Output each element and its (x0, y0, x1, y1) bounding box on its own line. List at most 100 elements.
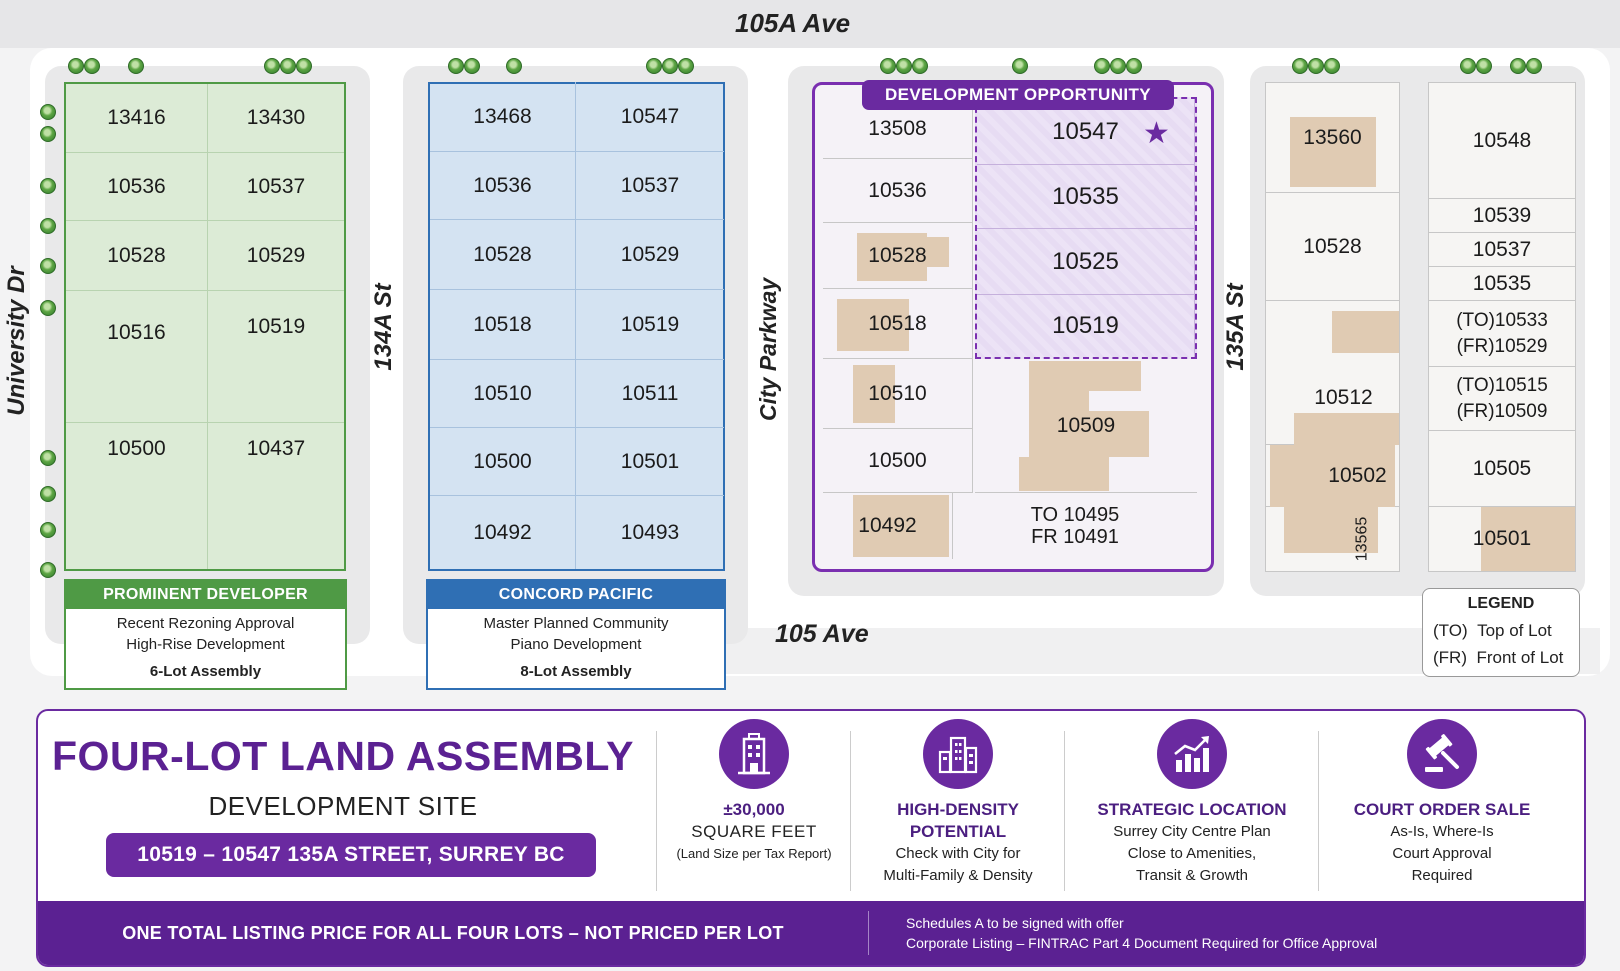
tree-icon (1510, 58, 1526, 74)
caption-line: Piano Development (510, 636, 642, 653)
feature-strategic-location: STRATEGIC LOCATION Surrey City Centre Pl… (1068, 719, 1316, 887)
lot[interactable]: 10501 (1429, 507, 1575, 571)
divider (868, 911, 869, 955)
lot[interactable]: 10492 (823, 493, 953, 559)
lot[interactable]: 10536 (66, 153, 208, 221)
caption-line: High-Rise Development (126, 636, 285, 653)
legend-row: (TO) Top of Lot (1433, 621, 1552, 640)
feature-desc: (Land Size per Tax Report) (676, 846, 832, 861)
lot[interactable]: (TO)10515(FR)10509 (1429, 367, 1575, 431)
lot[interactable]: 10519 (576, 290, 724, 360)
lot[interactable]: 10536 (823, 159, 973, 223)
building-footprint (1284, 507, 1378, 553)
feature-title: POTENTIAL (909, 822, 1007, 841)
lot[interactable]: 10528 (66, 221, 208, 291)
lot[interactable]: 10505 (1429, 431, 1575, 507)
city-buildings-icon (923, 719, 993, 789)
tree-icon (40, 562, 56, 578)
street-label-university-dr: University Dr (3, 266, 30, 416)
lot[interactable]: 10537 (1429, 233, 1575, 267)
lot[interactable]: 10547 (576, 82, 724, 152)
tree-icon (1094, 58, 1110, 74)
feature-title: COURT ORDER SALE (1353, 800, 1531, 819)
lot[interactable]: 10509 (975, 359, 1197, 493)
building-footprint (857, 233, 927, 281)
building-footprint (853, 365, 895, 423)
caption-line: 8-Lot Assembly (520, 663, 632, 680)
lot[interactable]: 10519 (208, 291, 344, 423)
lot[interactable]: 10510 (430, 360, 576, 428)
prominent-developer-caption: PROMINENT DEVELOPER Recent Rezoning Appr… (64, 579, 347, 690)
lot[interactable]: 13416 (66, 84, 208, 153)
featured-lot[interactable]: 10535 (977, 165, 1195, 229)
lot[interactable]: 10500 (430, 428, 576, 496)
lot[interactable]: 10516 (66, 291, 208, 423)
caption-line: Master Planned Community (483, 615, 669, 632)
lot[interactable]: 10537 (208, 153, 344, 221)
lot[interactable]: 10528 (430, 220, 576, 290)
concord-pacific-assembly (428, 82, 725, 571)
listing-price-notice: ONE TOTAL LISTING PRICE FOR ALL FOUR LOT… (122, 923, 784, 943)
feature-desc: As-Is, Where-Is (1390, 823, 1494, 840)
lot[interactable]: 10492 (430, 496, 576, 569)
lot[interactable]: 10501 (576, 428, 724, 496)
lot[interactable]: 10529 (576, 220, 724, 290)
tree-icon (464, 58, 480, 74)
lot[interactable]: 10529 (208, 221, 344, 291)
feature-desc: Surrey City Centre Plan (1113, 823, 1271, 840)
lot[interactable]: 10502 (1266, 445, 1399, 507)
tree-icon (1526, 58, 1542, 74)
lot[interactable]: 13430 (208, 84, 344, 153)
lot[interactable]: (TO)10533(FR)10529 (1429, 301, 1575, 367)
building-icon (719, 719, 789, 789)
lot[interactable]: 10511 (576, 360, 724, 428)
lot[interactable]: 10528 (823, 223, 973, 289)
tree-icon (40, 450, 56, 466)
lot[interactable]: 10493 (620, 520, 680, 544)
tree-icon (506, 58, 522, 74)
tree-icon (40, 104, 56, 120)
tree-icon (448, 58, 464, 74)
featured-lot[interactable]: 10519 (977, 295, 1195, 357)
tree-icon (40, 178, 56, 194)
lot[interactable]: 10535 (1429, 267, 1575, 301)
lot[interactable]: 10548 (1429, 83, 1575, 199)
lot[interactable]: 13468 (430, 82, 576, 152)
featured-lot[interactable]: 10547 (977, 99, 1195, 165)
lot[interactable]: 10437 (246, 437, 306, 460)
lot[interactable]: 13508 (823, 99, 973, 159)
featured-lot[interactable]: 10525 (977, 229, 1195, 295)
lot[interactable]: 10510 (823, 359, 973, 429)
street-label-134a-st: 134A St (370, 283, 397, 371)
prominent-developer-assembly: 13416 13430 10536 10537 10528 10529 1051… (64, 82, 346, 571)
lot[interactable]: 10518 (823, 289, 973, 359)
tree-icon (68, 58, 84, 74)
divider (1318, 731, 1319, 891)
east-block-left-column: 13560 10528 10512 10502 13565 (1265, 82, 1400, 572)
lot[interactable]: 10500 (66, 423, 208, 569)
tree-icon (1308, 58, 1324, 74)
lot[interactable]: 10512 (1266, 301, 1399, 445)
lot[interactable]: 10537 (576, 152, 724, 220)
feature-title: SQUARE FEET (691, 822, 817, 841)
tree-icon (40, 522, 56, 538)
lot[interactable]: 10539 (1429, 199, 1575, 233)
building-footprint (853, 495, 949, 557)
star-icon: ★ (1143, 117, 1170, 150)
tree-icon (1012, 58, 1028, 74)
lot[interactable]: 10500 (823, 429, 973, 493)
lot[interactable]: 13560 (1266, 83, 1399, 193)
tree-icon (296, 58, 312, 74)
legend-row: (FR) Front of Lot (1433, 648, 1564, 667)
lot[interactable]: 10536 (430, 152, 576, 220)
building-footprint (1029, 361, 1141, 391)
building-footprint (1294, 413, 1399, 445)
feature-court-order-sale: COURT ORDER SALE As-Is, Where-Is Court A… (1322, 719, 1562, 887)
tree-icon (40, 126, 56, 142)
lot[interactable]: 13565 (1266, 507, 1399, 571)
lot[interactable]: 10518 (430, 290, 576, 360)
tree-icon (1110, 58, 1126, 74)
lot[interactable]: TO 10495 FR 10491 (1030, 504, 1120, 548)
caption-header: CONCORD PACIFIC (428, 581, 724, 609)
lot[interactable]: 10528 (1266, 193, 1399, 301)
